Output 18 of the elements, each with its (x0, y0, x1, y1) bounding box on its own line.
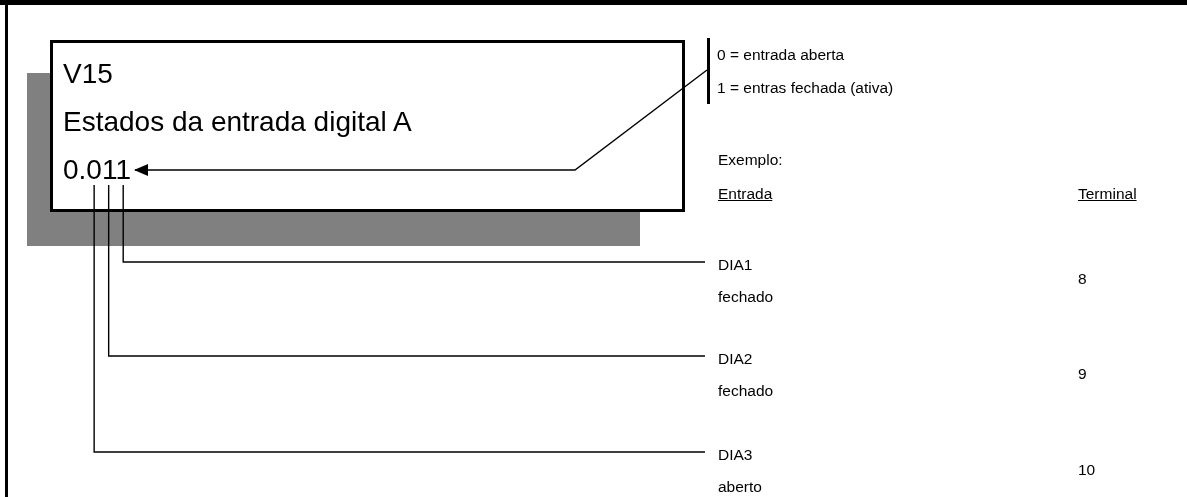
terminal-number: 8 (1078, 269, 1087, 289)
input-state-text: DIA1 fechado (705, 249, 798, 313)
column-heading: Terminal (1078, 184, 1137, 204)
input-state-text: DIA3 aberto (705, 439, 798, 497)
input-state-text: DIA2 fechado (705, 343, 798, 407)
leader-line (107, 184, 706, 357)
column-heading: Entrada (718, 184, 773, 204)
leader-line (93, 184, 706, 453)
parameter-code: V15 (63, 57, 113, 91)
display-value: 0.011 (63, 153, 131, 187)
arrow (134, 69, 708, 176)
parameter-title: Estados da entrada digital A (63, 105, 412, 139)
terminal-number: 10 (1078, 460, 1096, 480)
leader-line (122, 184, 706, 263)
terminal-number: 9 (1078, 364, 1087, 384)
display-box (50, 40, 685, 212)
state-key-text: 0 = entrada aberta 1 = entras fechada (ativa) (707, 38, 894, 104)
example-heading: Exemplo: (718, 150, 783, 170)
